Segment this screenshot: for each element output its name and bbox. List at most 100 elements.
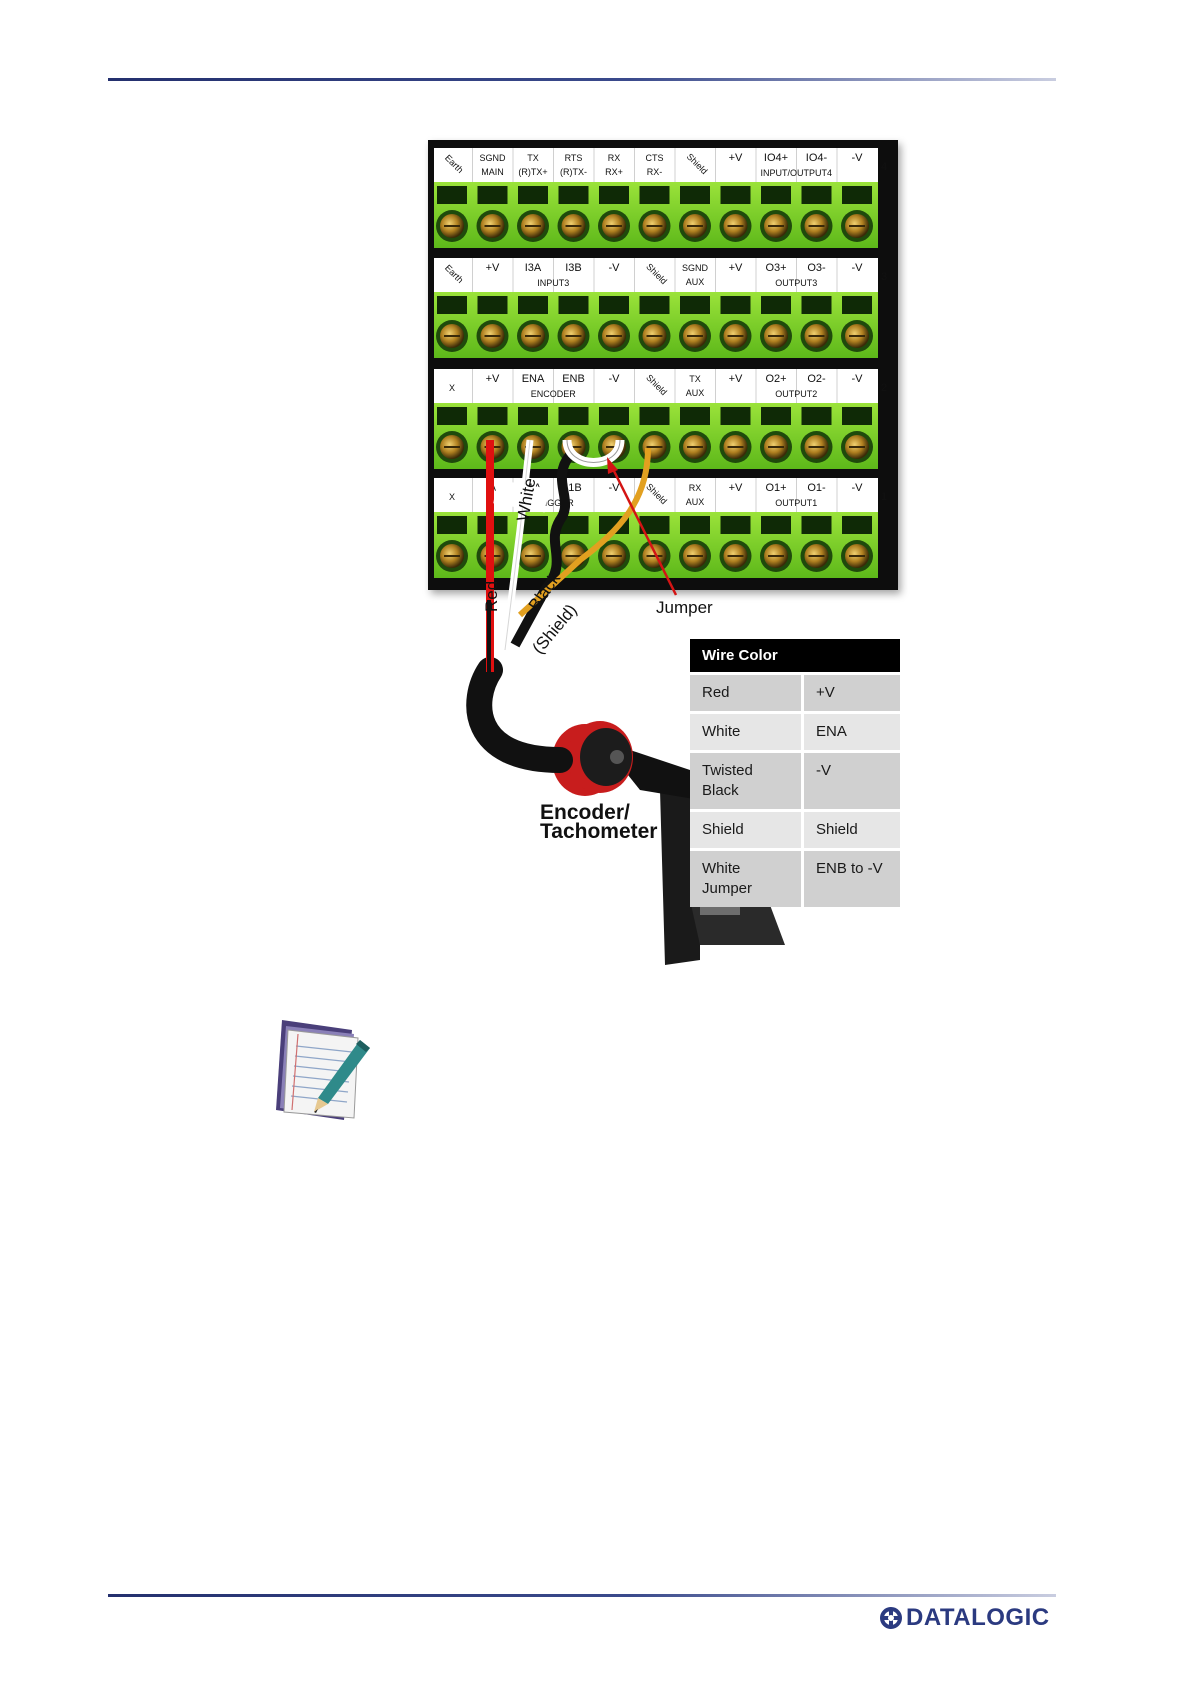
encoder-cable: [466, 439, 678, 773]
wire-slot: [558, 516, 589, 534]
table-row: Twisted Black-V: [690, 750, 900, 809]
terminal-label: IO4+: [764, 152, 788, 164]
terminal-group-label: INPUT/OUTPUT4: [760, 168, 832, 178]
terminal-label: -V: [609, 482, 621, 494]
wire-slot: [437, 186, 467, 204]
wire-slot: [720, 186, 751, 204]
wire-slot: [518, 516, 548, 534]
terminal-sublabel: (R)TX+: [518, 167, 547, 177]
terminal-group-label: TRIGGER: [533, 498, 575, 508]
terminal-label: I3A: [525, 262, 542, 274]
terminal-label: O1-: [807, 482, 826, 494]
wire-slot: [477, 296, 508, 314]
wire-slot: [599, 407, 629, 425]
table-header-cell: [804, 639, 900, 672]
wire-slot: [477, 186, 508, 204]
wire-color-cell: White Jumper: [690, 848, 804, 907]
terminal-label: ENA: [522, 373, 545, 385]
terminal-label: +V: [729, 482, 743, 494]
row-number: 1: [881, 491, 887, 503]
terminal-label: +V: [729, 373, 743, 385]
terminal-label: RTS: [565, 153, 583, 163]
terminal-label: +V: [729, 152, 743, 164]
terminal-label: -V: [852, 262, 864, 274]
terminal-label: RX: [689, 483, 702, 493]
wire-slot: [842, 186, 872, 204]
terminal-label: CTS: [646, 153, 664, 163]
terminal-label: O2+: [765, 373, 786, 385]
wire-signal-cell: ENB to -V: [804, 848, 900, 907]
table-header-cell: Wire Color: [690, 639, 804, 672]
wire-slot: [720, 516, 751, 534]
wire-slot: [801, 407, 832, 425]
wire-color-cell: Red: [690, 672, 804, 711]
terminal-label: +V: [486, 373, 500, 385]
terminal-label: O2-: [807, 373, 826, 385]
wire-slot: [761, 407, 791, 425]
terminal-group-label: ENCODER: [531, 389, 577, 399]
terminal-label: +V: [729, 262, 743, 274]
jumper-label: Jumper: [656, 598, 713, 617]
terminal-sublabel: AUX: [686, 497, 705, 507]
wire-slot: [437, 407, 467, 425]
wire-slot: [801, 516, 832, 534]
wire-slot: [842, 407, 872, 425]
header-rule: [108, 78, 1056, 81]
brand-name: DATALOGIC: [906, 1604, 1050, 1631]
wire-signal-cell: -V: [804, 750, 900, 809]
wire-slot: [680, 407, 710, 425]
wire-slot: [680, 296, 710, 314]
terminal-label: -V: [852, 373, 864, 385]
wire-slot: [680, 186, 710, 204]
row-number: 4: [881, 161, 887, 173]
datalogic-logo: DATALOGIC: [880, 1603, 1050, 1633]
datalogic-logo-icon: [880, 1607, 902, 1629]
wire-slot: [599, 296, 629, 314]
terminal-sublabel: RX-: [647, 167, 663, 177]
wire-slot: [599, 186, 629, 204]
wire-slot: [801, 296, 832, 314]
terminal-label: X: [449, 383, 455, 393]
wire-slot: [761, 516, 791, 534]
wire-signal-cell: Shield: [804, 809, 900, 848]
terminal-label: ENB: [562, 373, 585, 385]
wire-slot: [720, 296, 751, 314]
red-wire-label: Red: [482, 581, 501, 612]
wire-slot: [801, 186, 832, 204]
terminal-group-label: INPUT3: [537, 278, 569, 288]
wire-slot: [558, 407, 589, 425]
terminal-sublabel: (R)TX-: [560, 167, 587, 177]
terminal-label: IO4-: [806, 152, 828, 164]
terminal-label: TX: [527, 153, 539, 163]
terminal-label: O1+: [765, 482, 786, 494]
encoder-label-line1: Encoder/: [540, 801, 630, 824]
wire-color-cell: White: [690, 711, 804, 750]
terminal-label: I3B: [565, 262, 582, 274]
wire-slot: [518, 186, 548, 204]
wire-slot: [437, 296, 467, 314]
terminal-label: TX: [689, 374, 701, 384]
terminal-label: -V: [852, 482, 864, 494]
wire-slot: [842, 516, 872, 534]
table-row: Red+V: [690, 672, 900, 711]
terminal-label: SGND: [479, 153, 506, 163]
terminal-label: I1B: [565, 482, 582, 494]
wire-slot: [639, 296, 670, 314]
wire-slot: [639, 186, 670, 204]
terminal-label: -V: [609, 262, 621, 274]
terminal-group-label: OUTPUT2: [775, 389, 817, 399]
terminal-label: X: [449, 492, 455, 502]
wire-slot: [761, 186, 791, 204]
row-number: 2: [881, 382, 887, 394]
row-number: 3: [881, 271, 887, 283]
encoder-label-line2: Tachometer: [540, 820, 657, 843]
wire-slot: [518, 407, 548, 425]
